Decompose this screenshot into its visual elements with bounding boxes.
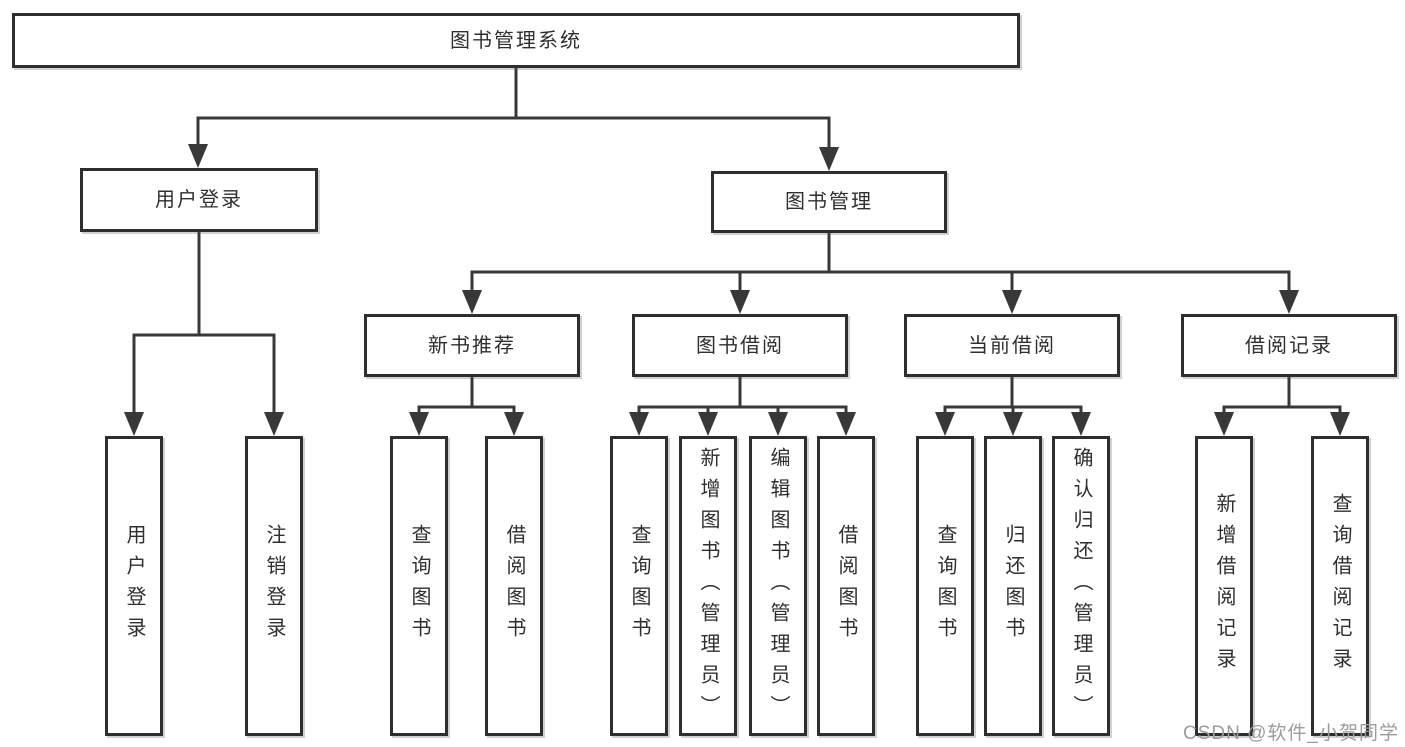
node-logout-leaf: 注销登录 <box>245 436 303 736</box>
node-new-book-rec: 新书推荐 <box>364 314 580 377</box>
arrowhead-icon <box>698 412 718 436</box>
node-label: 编辑图书（管理员） <box>767 446 789 726</box>
node-label: 查询借阅记录 <box>1329 493 1351 679</box>
node-borrow-book-2: 借阅图书 <box>817 436 875 736</box>
node-label: 当前借阅 <box>968 334 1056 357</box>
node-label: 借阅图书 <box>835 524 857 648</box>
node-book-borrow: 图书借阅 <box>632 314 848 377</box>
node-label: 借阅记录 <box>1245 334 1333 357</box>
node-borrow-book-1: 借阅图书 <box>485 436 543 736</box>
node-label: 图书借阅 <box>696 334 784 357</box>
node-label: 新书推荐 <box>428 334 516 357</box>
node-label: 查询图书 <box>934 524 956 648</box>
arrowhead-icon <box>836 412 856 436</box>
node-label: 查询图书 <box>628 524 650 648</box>
watermark-text: CSDN @软件_小贺同学 <box>1183 723 1399 744</box>
arrowhead-icon <box>1330 412 1350 436</box>
arrowhead-icon <box>504 412 524 436</box>
node-query-borrow-record: 查询借阅记录 <box>1311 436 1369 736</box>
node-query-book-2: 查询图书 <box>610 436 668 736</box>
node-label: 注销登录 <box>263 524 285 648</box>
node-edit-book: 编辑图书（管理员） <box>749 436 807 736</box>
node-return-book: 归还图书 <box>984 436 1042 736</box>
arrowhead-icon <box>935 412 955 436</box>
node-label: 图书管理系统 <box>450 29 582 52</box>
node-label: 确认归还（管理员） <box>1070 446 1092 726</box>
arrowhead-icon <box>409 412 429 436</box>
node-root: 图书管理系统 <box>12 13 1020 68</box>
arrowhead-icon <box>768 412 788 436</box>
node-label: 新增图书（管理员） <box>697 446 719 726</box>
node-borrow-record: 借阅记录 <box>1181 314 1397 377</box>
node-label: 借阅图书 <box>503 524 525 648</box>
arrowhead-icon <box>188 144 208 168</box>
node-book-mgmt: 图书管理 <box>711 171 947 233</box>
arrowhead-icon <box>629 412 649 436</box>
arrowhead-icon <box>730 290 750 314</box>
arrowhead-icon <box>1214 412 1234 436</box>
node-user-login-leaf: 用户登录 <box>105 436 163 736</box>
node-current-borrow: 当前借阅 <box>904 314 1120 377</box>
arrowhead-icon <box>1279 290 1299 314</box>
arrowhead-icon <box>1003 412 1023 436</box>
node-user-login: 用户登录 <box>80 168 318 232</box>
arrowhead-icon <box>462 290 482 314</box>
node-add-borrow-record: 新增借阅记录 <box>1195 436 1253 736</box>
node-query-book-1: 查询图书 <box>390 436 448 736</box>
node-label: 用户登录 <box>123 524 145 648</box>
arrowhead-icon <box>1002 290 1022 314</box>
arrowhead-icon <box>124 412 144 436</box>
arrowhead-icon <box>1071 412 1091 436</box>
node-label: 用户登录 <box>155 189 243 211</box>
arrowhead-icon <box>819 147 839 171</box>
node-label: 查询图书 <box>408 524 430 648</box>
arrowhead-icon <box>264 412 284 436</box>
node-add-book: 新增图书（管理员） <box>679 436 737 736</box>
node-label: 归还图书 <box>1002 524 1024 648</box>
node-query-book-3: 查询图书 <box>916 436 974 736</box>
node-label: 图书管理 <box>785 191 873 213</box>
node-label: 新增借阅记录 <box>1213 493 1235 679</box>
node-confirm-return: 确认归还（管理员） <box>1052 436 1110 736</box>
